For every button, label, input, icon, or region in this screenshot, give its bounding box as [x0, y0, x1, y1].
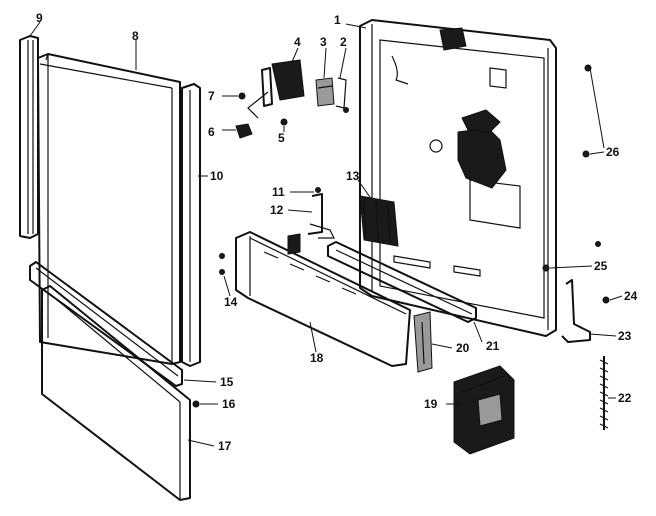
callout-10: 10 [210, 169, 224, 183]
part-14-screw-b [219, 269, 225, 275]
callout-4: 4 [294, 35, 301, 49]
callout-25: 25 [594, 259, 608, 273]
part-10-vertical-trim [181, 83, 201, 367]
callout-6: 6 [208, 125, 215, 139]
callout-11: 11 [272, 185, 285, 199]
callout-19: 19 [424, 397, 438, 411]
callout-24: 24 [624, 289, 638, 303]
part-7-screw [238, 92, 246, 100]
callout-5: 5 [278, 131, 285, 145]
callout-20: 20 [456, 341, 470, 355]
part-17-kick-panel [41, 285, 191, 501]
part-16-screw [192, 400, 200, 408]
callout-23: 23 [618, 329, 632, 343]
part-8-outer-door-panel [37, 53, 181, 365]
callout-17: 17 [218, 439, 232, 453]
callout-8: 8 [132, 29, 139, 43]
callout-2: 2 [340, 35, 347, 49]
part-14-screw-a [219, 253, 225, 259]
part-26-screw-bottom [582, 150, 590, 158]
callout-22: 22 [618, 391, 632, 405]
callout-16: 16 [222, 397, 236, 411]
part-22-spring [599, 356, 609, 430]
callout-1: 1 [334, 13, 341, 27]
part-25-screw [542, 264, 550, 272]
part-13-latch-block [359, 195, 399, 247]
part-21-rail [327, 241, 477, 323]
part-11-hinge-bracket [307, 193, 335, 239]
part-26-screw-top [584, 64, 592, 72]
part-9-side-strip [19, 35, 39, 239]
part-19-control-module [453, 365, 515, 455]
part-24-screw [602, 296, 610, 304]
part-12-screw [315, 187, 321, 193]
callout-21: 21 [486, 339, 500, 353]
leader-lines [29, 21, 623, 447]
callout-15: 15 [220, 375, 234, 389]
callout-13: 13 [346, 169, 360, 183]
callout-26: 26 [606, 145, 620, 159]
part-26-screw-extra [595, 241, 601, 247]
callout-12: 12 [270, 203, 284, 217]
part-2-latch-rod [335, 77, 349, 113]
callout-14: 14 [224, 295, 238, 309]
callout-numbers: 1 2 3 4 5 6 7 8 9 10 11 12 13 14 15 16 1… [36, 11, 638, 453]
part-15-bottom-trim [29, 261, 183, 387]
part-18-control-panel [235, 231, 411, 367]
part-1-inner-door-liner [359, 19, 557, 337]
callout-18: 18 [310, 351, 324, 365]
part-23-hinge-arm [561, 279, 591, 343]
callout-3: 3 [320, 35, 327, 49]
part-4-latch-bracket [247, 59, 305, 119]
callout-7: 7 [208, 89, 215, 103]
part-6-knob [235, 123, 253, 139]
part-20-bracket [413, 311, 433, 373]
part-5-screw [280, 118, 288, 126]
part-3-latch-spring [315, 77, 335, 107]
callout-9: 9 [36, 11, 43, 25]
